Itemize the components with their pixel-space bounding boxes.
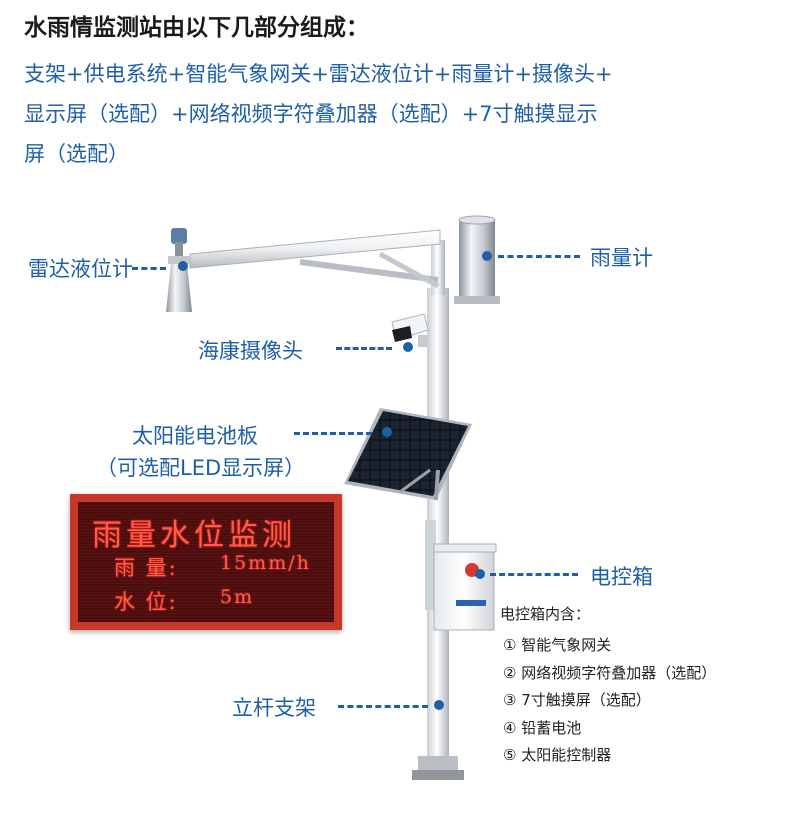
list-item: ① 智能气象网关 — [503, 636, 612, 654]
led-rain-value: 15mm/h — [220, 552, 311, 574]
control-box-illustration — [425, 520, 497, 631]
list-item: ② 网络视频字符叠加器（选配） — [503, 663, 717, 682]
solar-panel-illustration — [344, 408, 472, 501]
rain-gauge — [454, 215, 500, 304]
callout-led-optional: （可选配LED显示屏） — [96, 456, 306, 480]
list-item: ④ 铅蓄电池 — [503, 718, 582, 737]
leader-rain — [498, 255, 580, 258]
leader-control-box — [490, 573, 578, 576]
leader-pole — [338, 705, 428, 708]
summary-line: 支架+供电系统+智能气象网关+雷达液位计+雨量计+摄像头+ — [24, 62, 613, 86]
summary-line: 显示屏（选配）+网络视频字符叠加器（选配）+7寸触摸显示 — [24, 102, 598, 126]
led-title: 雨量水位监测 — [92, 518, 296, 553]
pointer-dot-rain — [482, 251, 492, 261]
control-box-contents-list: ① 智能气象网关 ② 网络视频字符叠加器（选配） ③ 7寸触摸屏（选配） ④ 铅… — [503, 632, 716, 770]
list-item: ⑤ 太阳能控制器 — [503, 746, 612, 764]
camera-illustration — [391, 313, 429, 347]
callout-pole: 立杆支架 — [232, 696, 316, 720]
pointer-dot-pole — [434, 700, 444, 710]
pointer-dot-control-box — [475, 569, 485, 579]
led-display: 雨量水位监测 雨 量: 15mm/h 水 位: 5m — [70, 494, 342, 630]
component-summary: 支架+供电系统+智能气象网关+雷达液位计+雨量计+摄像头+ 显示屏（选配）+网络… — [24, 54, 774, 174]
led-rain-label: 雨 量: — [114, 556, 178, 580]
callout-rain-gauge: 雨量计 — [590, 246, 653, 270]
callout-control-box: 电控箱 — [590, 565, 653, 589]
list-item: ③ 7寸触摸屏（选配） — [503, 691, 651, 709]
pointer-dot-radar — [178, 261, 188, 271]
callout-solar-panel: 太阳能电池板 — [132, 424, 258, 448]
leader-camera — [336, 347, 392, 350]
leader-solar — [294, 432, 372, 435]
callout-radar-gauge: 雷达液位计 — [28, 257, 133, 281]
pointer-dot-camera — [403, 342, 413, 352]
callout-camera: 海康摄像头 — [198, 339, 303, 363]
led-screen: 雨量水位监测 雨 量: 15mm/h 水 位: 5m — [78, 502, 334, 622]
leader-radar — [132, 267, 166, 270]
led-water-value: 5m — [220, 586, 255, 608]
led-water-label: 水 位: — [114, 590, 178, 614]
summary-line: 屏（选配） — [24, 142, 129, 166]
control-box-contents-title: 电控箱内含： — [500, 605, 591, 623]
cross-arm — [189, 229, 441, 289]
pointer-dot-solar — [382, 427, 392, 437]
radar-level-gauge — [166, 228, 192, 312]
page-heading: 水雨情监测站由以下几部分组成： — [24, 15, 369, 41]
